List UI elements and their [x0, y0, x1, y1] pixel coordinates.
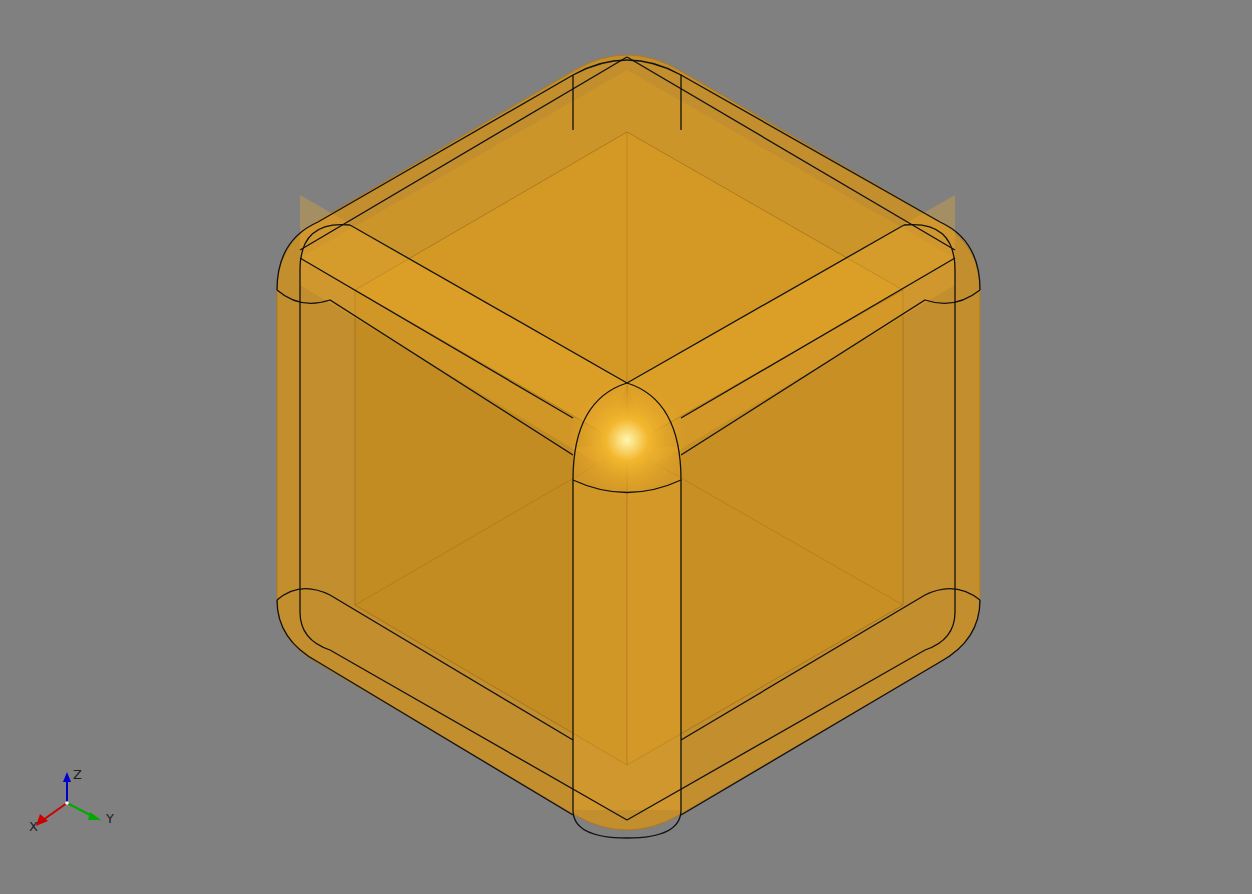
- axis-label: Z: [73, 768, 82, 781]
- axis-triad: [36, 772, 101, 826]
- axis-label: Y: [106, 812, 114, 825]
- axis-label: X: [29, 820, 38, 833]
